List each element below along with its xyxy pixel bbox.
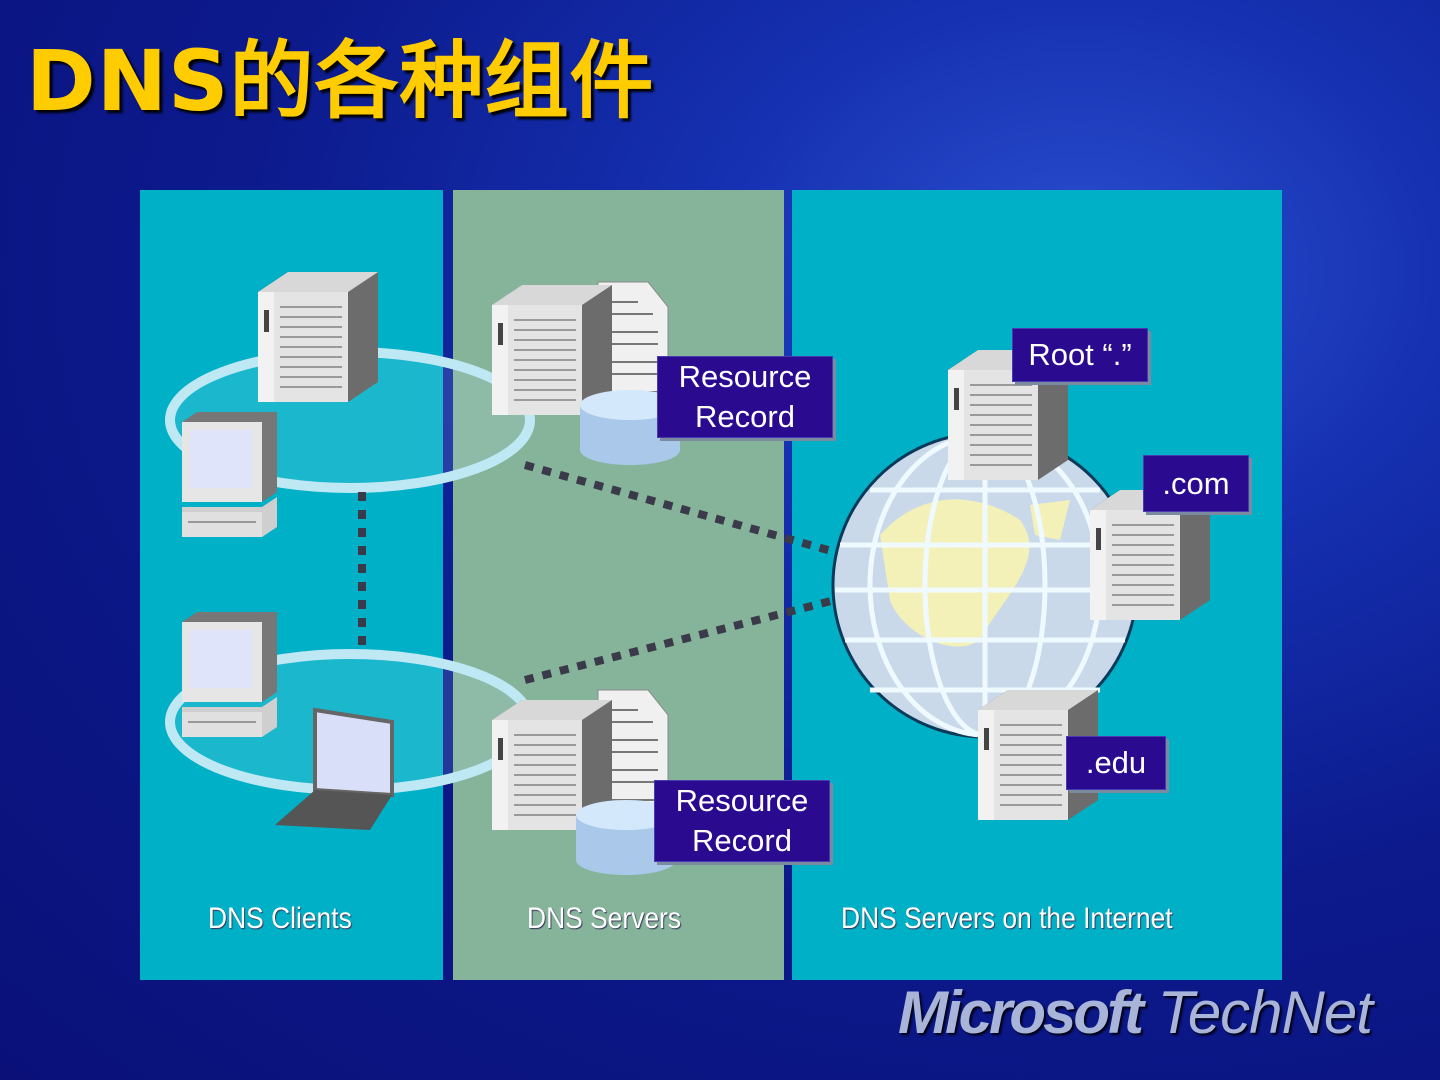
laptop-icon bbox=[275, 707, 394, 830]
panel-label-clients: DNS Clients bbox=[208, 902, 352, 935]
link-server2-internet bbox=[524, 596, 836, 684]
root-label: Root “.” bbox=[1012, 328, 1148, 382]
client-desktop-icon-2 bbox=[181, 611, 278, 738]
brand-technet: TechNet bbox=[1157, 979, 1373, 1046]
brand-microsoft: Microsoft bbox=[898, 979, 1144, 1046]
tag-line: Record bbox=[692, 823, 792, 858]
tag-line: Record bbox=[695, 399, 795, 434]
tag-line: Resource bbox=[678, 359, 812, 394]
tag-line: Resource bbox=[675, 783, 809, 818]
panel-label-internet: DNS Servers on the Internet bbox=[841, 902, 1173, 935]
client-server-icon bbox=[257, 271, 379, 403]
link-server1-internet bbox=[523, 461, 837, 556]
resource-record-label-2: Resource Record bbox=[654, 780, 830, 862]
resource-record-label-1: Resource Record bbox=[657, 356, 833, 438]
panel-label-servers: DNS Servers bbox=[527, 902, 682, 935]
microsoft-technet-logo: Microsoft TechNet bbox=[898, 978, 1373, 1047]
edu-label: .edu bbox=[1066, 736, 1166, 790]
globe-icon bbox=[831, 431, 1139, 739]
com-label: .com bbox=[1143, 455, 1249, 512]
client-desktop-icon-1 bbox=[181, 411, 278, 538]
page-title: DNS的各种组件 bbox=[26, 32, 655, 130]
